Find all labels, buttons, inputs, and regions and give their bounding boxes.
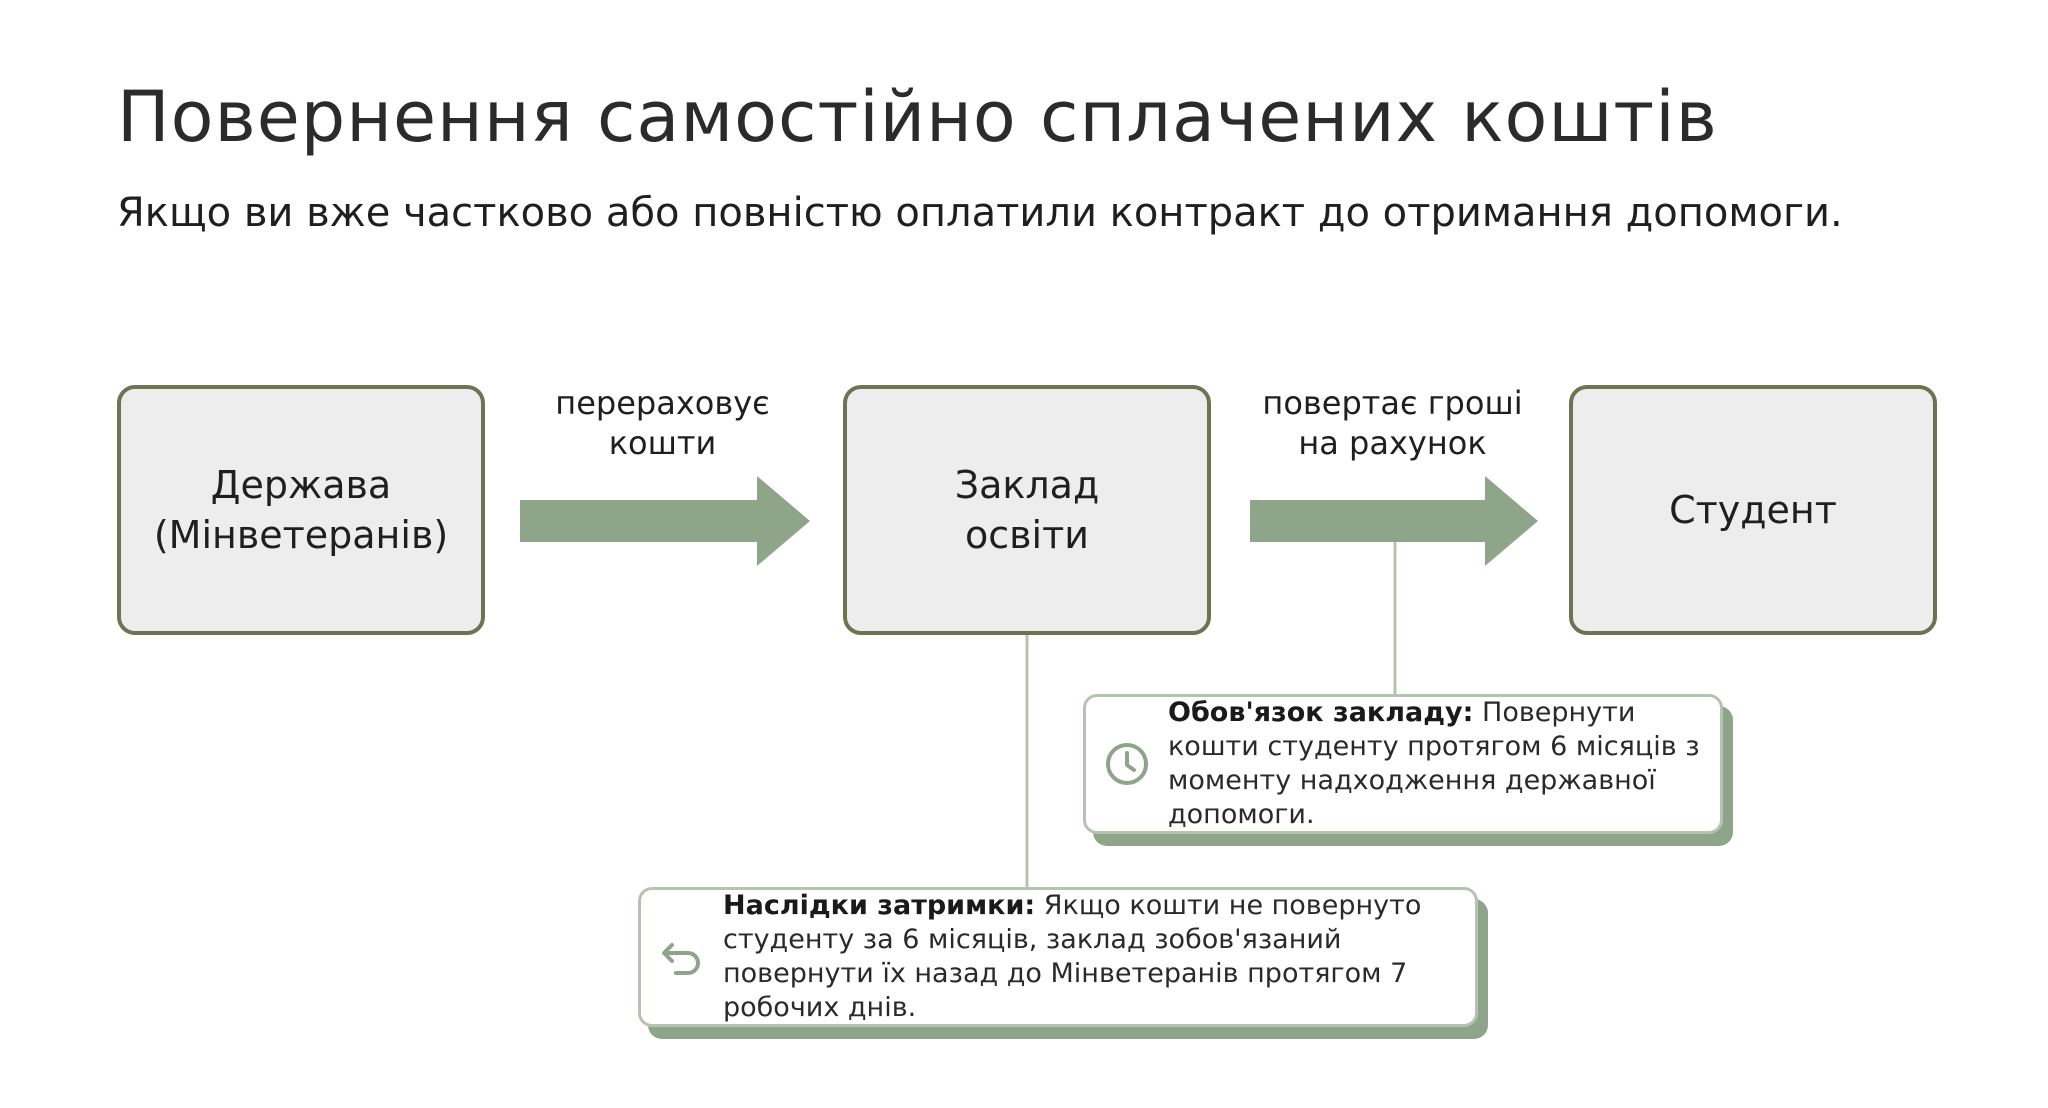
callout-delay: Наслідки затримки: Якщо кошти не поверну…	[638, 887, 1478, 1027]
page-subtitle: Якщо ви вже частково або повністю оплати…	[117, 190, 1843, 236]
node-school: Заклад освіти	[843, 385, 1211, 635]
callout-obligation: Обов'язок закладу: Повернути кошти студе…	[1083, 694, 1723, 834]
clock-icon	[1086, 740, 1168, 788]
page-title: Повернення самостійно сплачених коштів	[117, 76, 1718, 158]
callout-obligation-heading: Обов'язок закладу:	[1168, 697, 1474, 728]
arrow-state-to-school	[520, 476, 810, 566]
node-student-label: Студент	[1669, 488, 1837, 532]
callout-delay-text: Наслідки затримки: Якщо кошти не поверну…	[723, 889, 1475, 1025]
callout-obligation-body: Повернути кошти студенту протягом 6 міся…	[1168, 697, 1700, 830]
callout-delay-body: Якщо кошти не повернуто студенту за 6 мі…	[723, 890, 1422, 1023]
arrow-school-to-student	[1250, 476, 1538, 566]
callout-delay-heading: Наслідки затримки:	[723, 890, 1036, 921]
node-state: Держава (Мінветеранів)	[117, 385, 485, 635]
node-state-label: Держава (Мінветеранів)	[153, 463, 449, 557]
node-school-label: Заклад освіти	[954, 463, 1100, 557]
arrow-label-returns: повертає гроші на рахунок	[1262, 384, 1523, 462]
node-student: Студент	[1569, 385, 1937, 635]
arrow-label-transfers: перераховує кошти	[555, 384, 770, 462]
callout-obligation-text: Обов'язок закладу: Повернути кошти студе…	[1168, 696, 1720, 832]
return-arrow-icon	[641, 933, 723, 981]
